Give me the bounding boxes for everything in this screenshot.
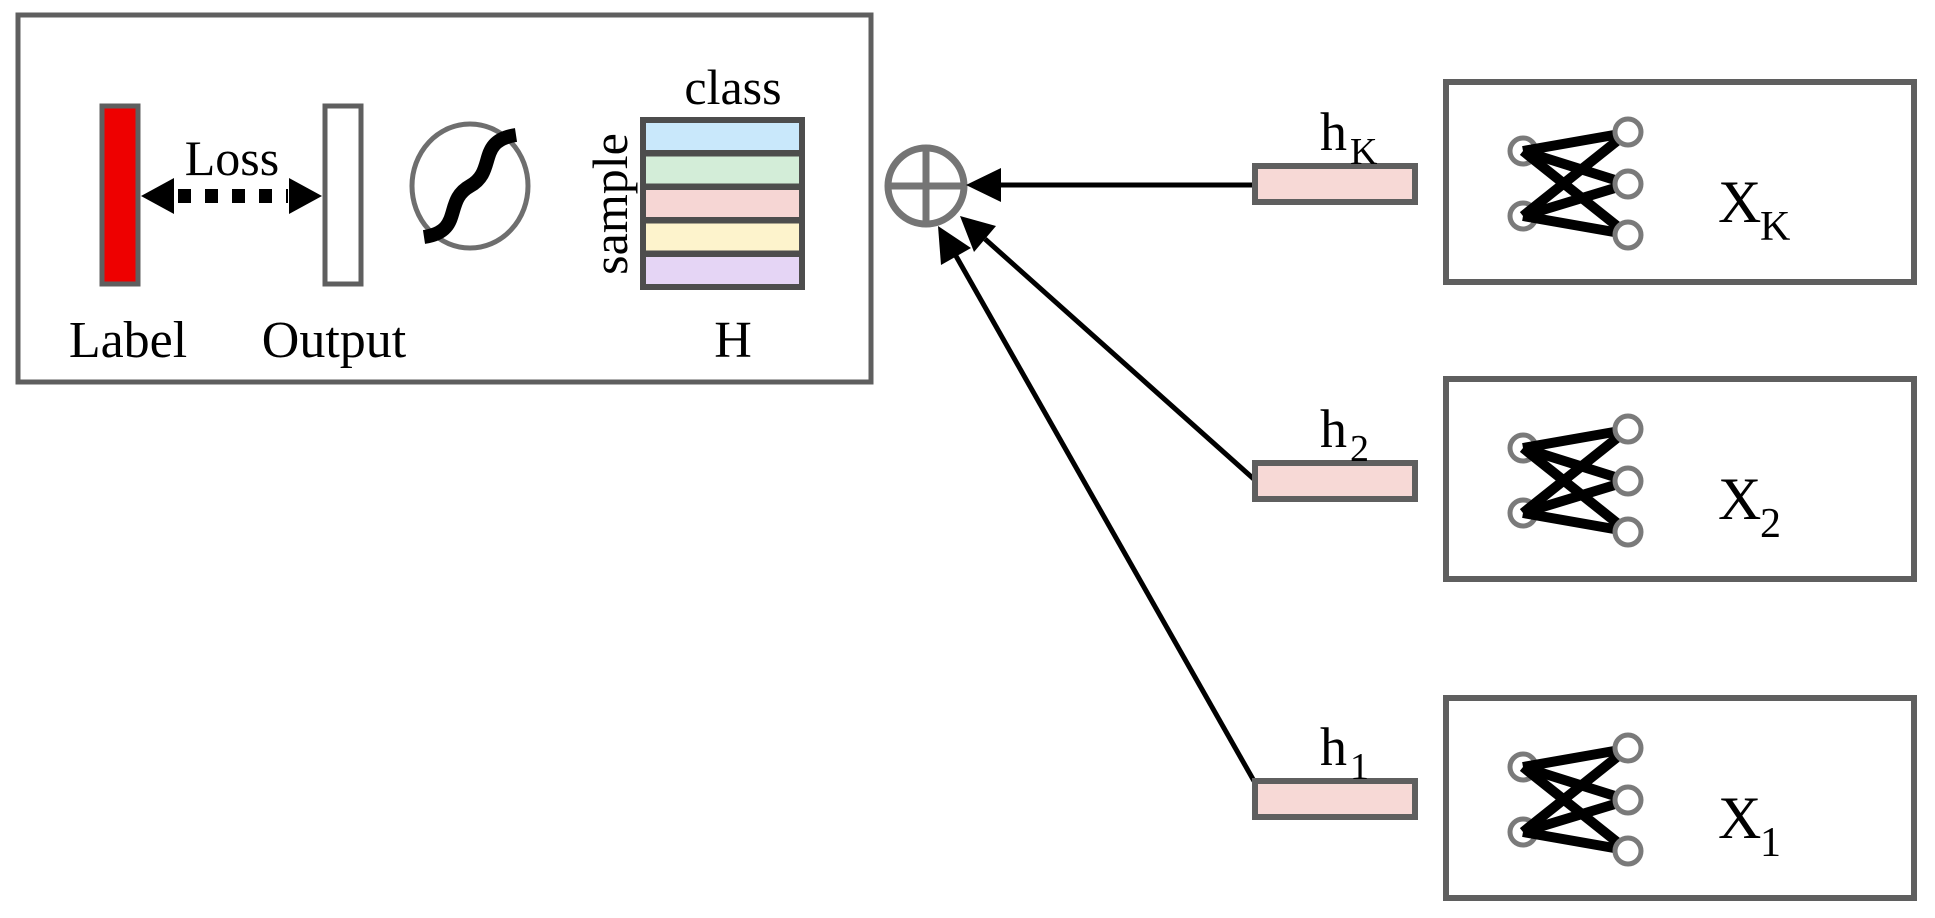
sum-node [884,144,968,228]
h2-label-sub: 2 [1350,428,1369,470]
loss-arrow [141,178,322,214]
h-vector-bar-K [1252,163,1418,205]
label-bar [99,103,141,287]
graph-node [1612,732,1644,764]
output-bar [322,103,364,287]
graph-node [1612,835,1644,867]
arrow-h2-head-icon [960,216,996,252]
graph-edge [1519,434,1621,517]
graph-edge [1522,746,1615,772]
view-2: h 2 X 2 [1252,376,1917,582]
h-vector-bar-2 [1252,460,1418,502]
view-box-K [1443,79,1917,285]
xK-label-base: X [1718,169,1761,235]
loss-arrowhead-left-icon [141,178,174,214]
view-box-1 [1443,695,1917,901]
graph-edge [1519,147,1621,230]
graph-edge [1521,183,1617,221]
x2-label-sub: 2 [1760,501,1781,547]
arrow-h1-to-sum [938,226,1257,783]
arrow-h1-head-icon [938,226,971,265]
graph-node [1612,465,1644,497]
fusion-panel: Loss Label Output class sample H [15,12,874,385]
graph-node [1612,413,1644,445]
xK-label-sub: K [1760,204,1790,250]
graph-icon-1: X 1 [1507,732,1781,867]
graph-node [1612,516,1644,548]
graph-node [1612,219,1644,251]
h-matrix: class sample H [582,59,805,369]
graph-edge [1521,146,1617,185]
graph-edge [1521,799,1617,837]
matrix-col-axis-label: class [684,59,781,115]
view-K: h K X K [1252,79,1917,285]
matrix-row-axis-label: sample [582,133,638,275]
loss-label: Loss [185,130,279,186]
h1-label-sub: 1 [1350,746,1369,788]
label-bar-caption: Label [69,312,187,369]
h-matrix-row [646,257,799,284]
graph-edge [1519,137,1621,220]
graph-edge [1522,827,1615,853]
graph-icon-K: X K [1507,116,1790,251]
arrow-h1-line [953,254,1257,783]
h-vector-bar-1 [1252,778,1418,820]
arrow-h2-line [983,237,1258,483]
graph-icon-2: X 2 [1507,413,1781,548]
x2-label-base: X [1718,466,1761,532]
graph-edge [1521,443,1617,482]
view-box-2 [1443,376,1917,582]
graph-edge [1522,508,1615,534]
output-bar-caption: Output [262,312,407,369]
hK-label-base: h [1320,102,1347,162]
h-matrix-row [646,223,799,251]
graph-edge [1519,763,1621,846]
hK-label-sub: K [1350,131,1378,173]
graph-edge [1519,753,1621,836]
view-1: h 1 X 1 [1252,695,1917,901]
arrow-hK-to-sum [966,168,1255,202]
graph-node [1612,116,1644,148]
sigmoid-curve [422,128,518,244]
graph-node [1612,784,1644,816]
x1-label-base: X [1718,785,1761,851]
h1-label-base: h [1320,717,1347,777]
graph-edge [1519,444,1621,527]
h-matrix-row [646,190,799,217]
h-matrix-row [646,123,799,150]
arrow-hK-head-icon [966,168,1001,202]
h2-label-base: h [1320,399,1347,459]
x1-label-sub: 1 [1760,820,1781,866]
graph-edge [1522,427,1615,453]
graph-edge [1522,211,1615,237]
arrow-h2-to-sum [960,216,1258,483]
fusion-arrows [938,168,1258,783]
graph-edge [1522,130,1615,156]
graph-edge [1521,762,1617,801]
graph-edge [1521,480,1617,518]
sigmoid-icon [409,121,531,251]
h-matrix-row [646,156,799,184]
graph-node [1612,168,1644,200]
loss-arrowhead-right-icon [289,178,322,214]
h-matrix-caption: H [714,312,752,369]
